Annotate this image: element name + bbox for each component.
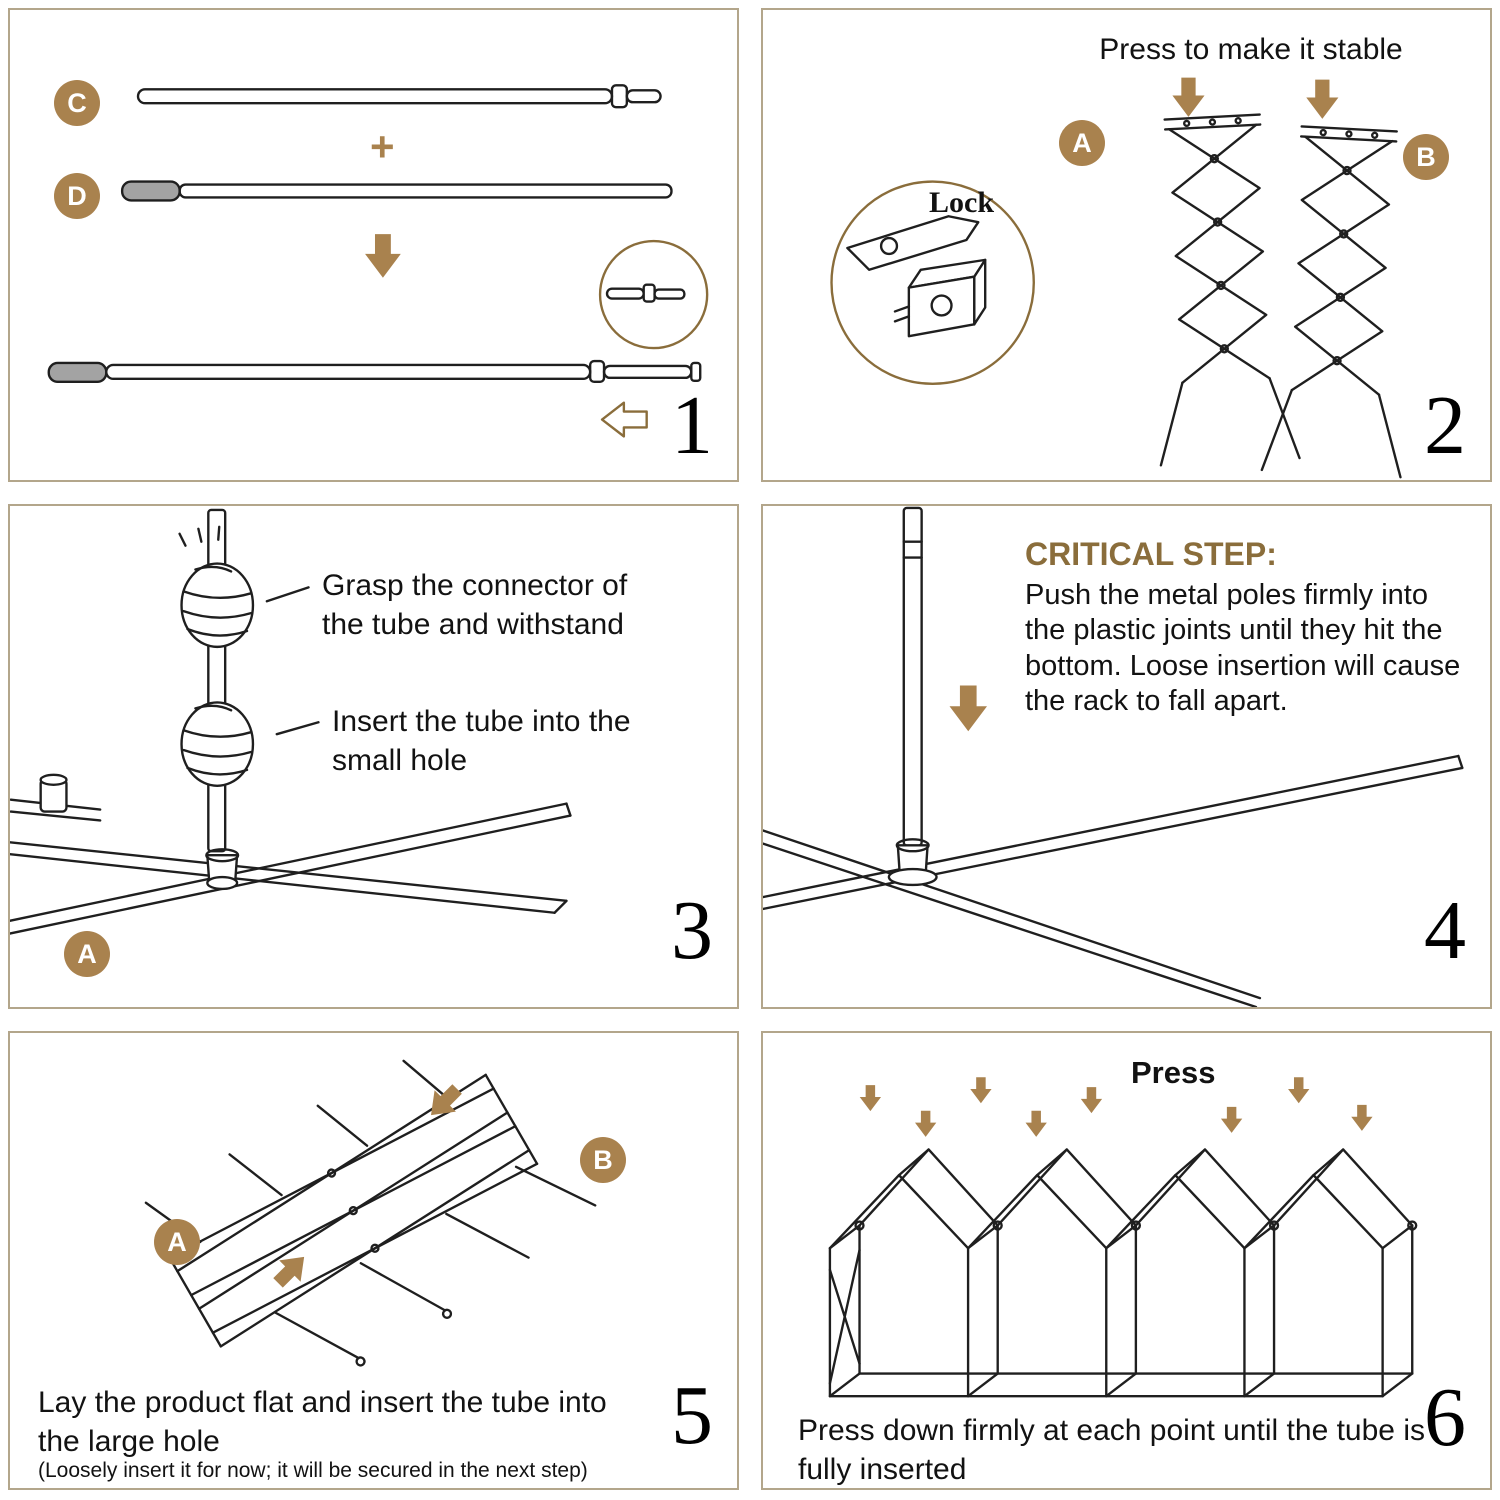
lower-hand-drawing xyxy=(180,701,255,787)
critical-step-heading: CRITICAL STEP: xyxy=(1025,536,1277,572)
panel-step-5: A B Lay the product flat and insert the … xyxy=(8,1031,739,1490)
base-frame-drawing xyxy=(10,798,572,935)
step-number-2: 2 xyxy=(1424,379,1466,472)
panel-title: Press to make it stable xyxy=(1099,33,1403,66)
part-label-a: A xyxy=(64,931,110,977)
rack-a-drawing xyxy=(1141,112,1301,467)
part-label-a: A xyxy=(154,1219,200,1265)
step-caption: Lay the product flat and insert the tube… xyxy=(38,1386,607,1458)
small-hole-socket-drawing xyxy=(39,773,68,813)
part-label-a: A xyxy=(1059,120,1105,166)
down-arrow-icon xyxy=(365,234,401,278)
step4-illustration xyxy=(763,506,1464,1007)
press-down-arrow-icon xyxy=(1306,79,1339,119)
tube-d-drawing xyxy=(120,180,673,202)
expanded-rack-drawing xyxy=(828,1148,1418,1398)
lock-zoom-circle xyxy=(830,180,1035,386)
part-label-d: D xyxy=(54,173,100,219)
folded-rack-drawing xyxy=(144,1059,597,1367)
step-note: (Loosely insert it for now; it will be s… xyxy=(38,1459,588,1482)
panel-step-1: C D + 1 xyxy=(8,8,739,482)
annotation-grasp: Grasp the connector of the tube and with… xyxy=(322,569,628,641)
press-label: Press xyxy=(1131,1055,1216,1090)
rack-b-drawing xyxy=(1260,124,1420,479)
part-label-c: C xyxy=(54,80,100,126)
step-number-4: 4 xyxy=(1424,884,1466,977)
base-frame-drawing xyxy=(763,754,1464,1007)
panel-step-6: Press Press down firmly at each point un… xyxy=(761,1031,1492,1490)
step2-illustration xyxy=(830,77,1420,479)
annotation-leader-line xyxy=(275,721,320,736)
press-down-arrow-icon xyxy=(1172,77,1205,117)
panel-step-2: Press to make it stable Lock A B 2 xyxy=(761,8,1492,482)
critical-step-body: Push the metal poles firmly into the pla… xyxy=(1025,579,1461,718)
push-down-arrow-icon xyxy=(949,685,988,732)
step-caption: Press down firmly at each point until th… xyxy=(798,1414,1425,1486)
center-socket-drawing xyxy=(206,854,239,891)
lock-mechanism-drawing xyxy=(846,215,987,338)
step5-illustration xyxy=(144,1059,597,1367)
motion-marks xyxy=(178,525,221,547)
press-arrow-icons xyxy=(859,1077,1373,1137)
insert-arrow-icon xyxy=(420,1078,468,1126)
assembled-tube-drawing xyxy=(47,359,702,384)
part-label-b: B xyxy=(580,1137,626,1183)
socket-mouth-drawing xyxy=(205,848,240,863)
plus-icon: + xyxy=(370,123,395,170)
step-number-1: 1 xyxy=(671,379,713,472)
step1-illustration xyxy=(47,84,709,438)
panel-step-4: CRITICAL STEP: Push the metal poles firm… xyxy=(761,504,1492,1009)
detail-zoom-circle xyxy=(598,239,709,350)
connector-detail-drawing xyxy=(605,283,686,303)
joint-socket-drawing xyxy=(887,844,938,887)
pole-drawing xyxy=(902,506,923,847)
step-number-6: 6 xyxy=(1424,1371,1466,1464)
tube-c-drawing xyxy=(136,84,662,109)
insert-arrow-icon xyxy=(267,1246,315,1294)
step3-illustration xyxy=(10,508,572,935)
step-number-3: 3 xyxy=(671,884,713,977)
step6-illustration xyxy=(828,1077,1418,1398)
annotation-leader-line xyxy=(265,586,310,603)
part-label-b: B xyxy=(1403,134,1449,180)
step-number-5: 5 xyxy=(671,1369,713,1462)
lock-label: Lock xyxy=(929,186,995,219)
socket-mouth-drawing xyxy=(895,838,930,853)
insert-direction-arrow-icon xyxy=(600,401,648,438)
panel-step-3: Grasp the connector of the tube and with… xyxy=(8,504,739,1009)
upper-hand-drawing xyxy=(180,562,255,649)
annotation-insert: Insert the tube into the small hole xyxy=(332,705,631,777)
pole-drawing xyxy=(207,508,227,853)
